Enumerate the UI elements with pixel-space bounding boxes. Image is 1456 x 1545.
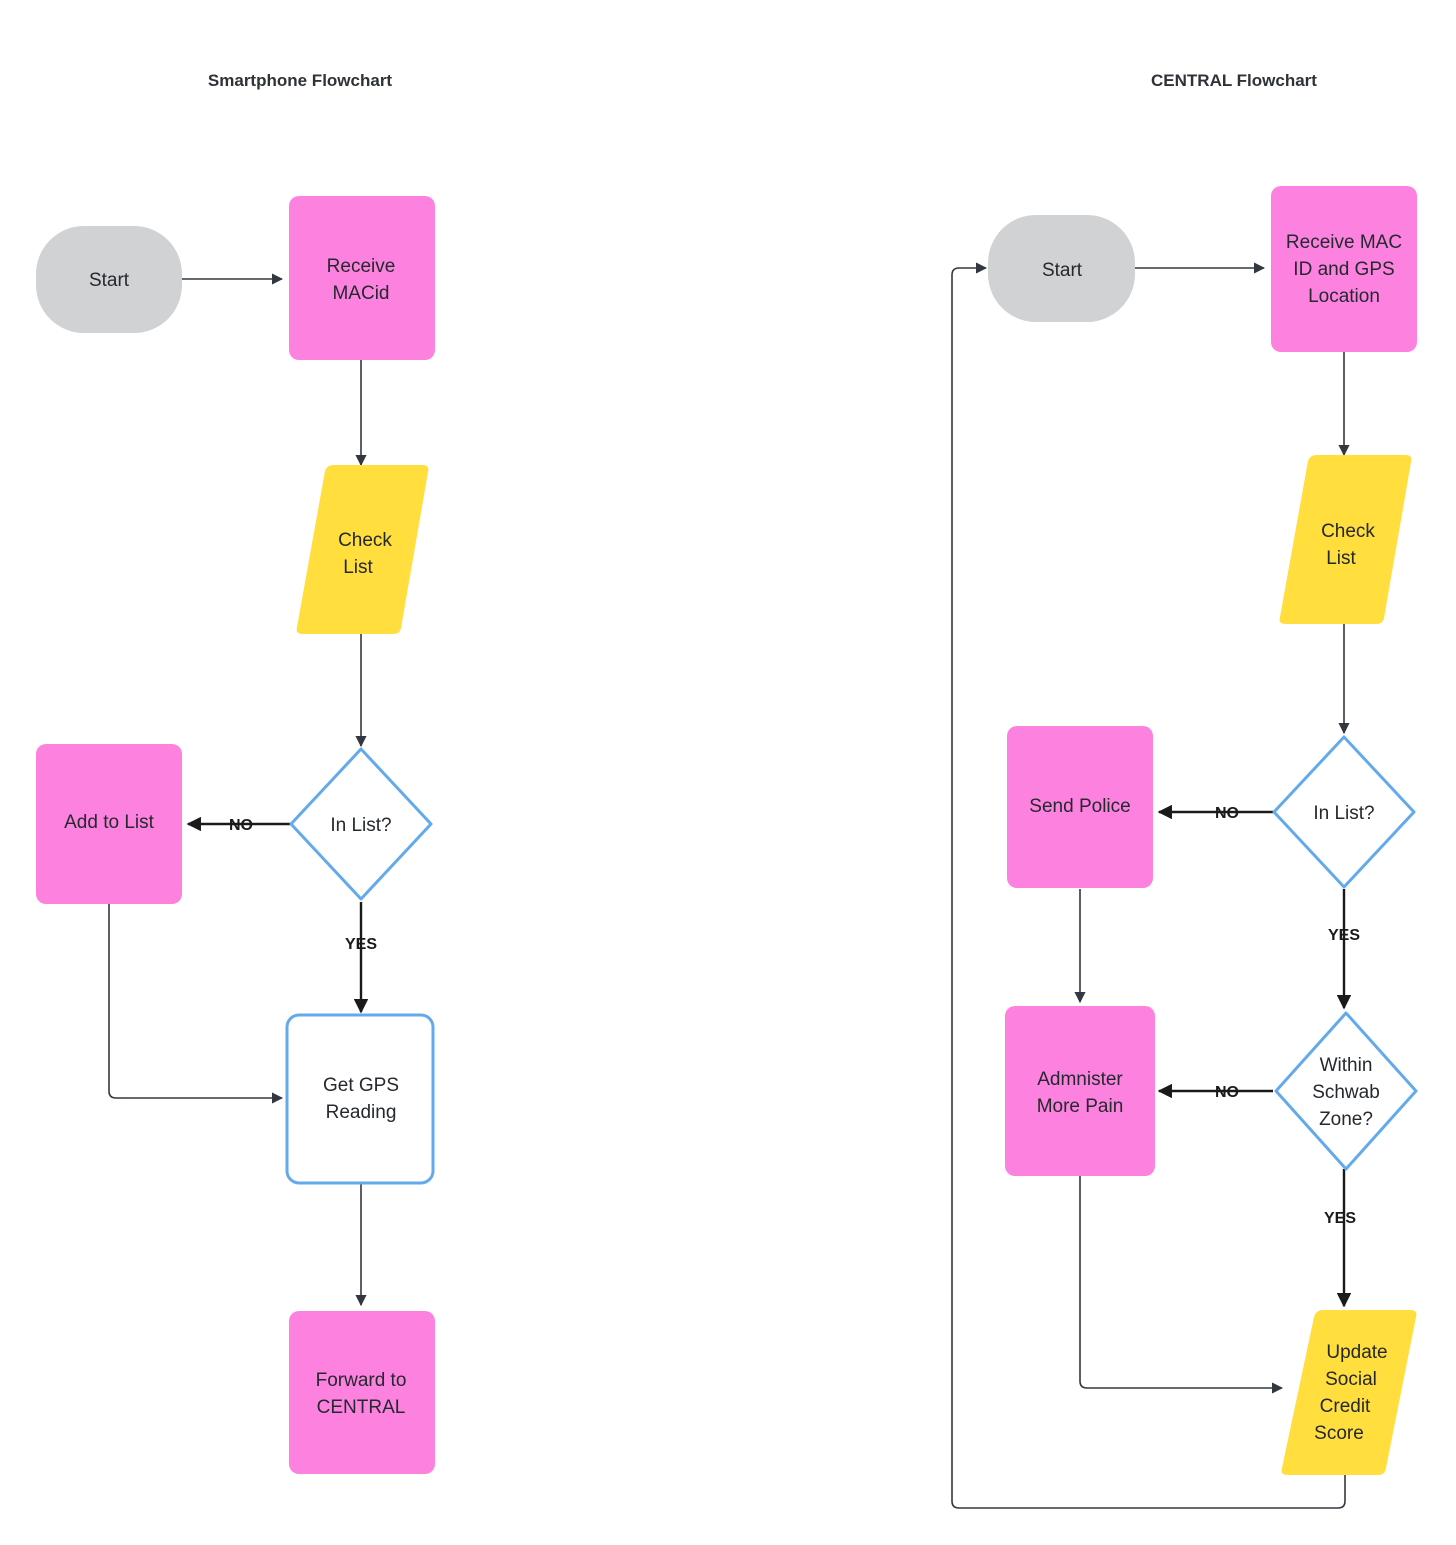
in-list-diamond <box>289 747 433 901</box>
forward-to-central-shape <box>289 1311 435 1474</box>
zone-label-line1: Within <box>1320 1055 1373 1076</box>
node-add-to-list[interactable]: Add to List <box>36 744 182 904</box>
admnister-more-pain-shape <box>1005 1006 1155 1176</box>
forward-label-line2: CENTRAL <box>317 1397 406 1418</box>
node-get-gps-reading[interactable]: Get GPS Reading <box>285 1013 435 1185</box>
get-gps-shape <box>285 1013 435 1185</box>
recv-mac-label-line2: ID and GPS <box>1293 259 1394 280</box>
start-label: Start <box>89 270 130 291</box>
smartphone-flowchart: Smartphone Flowchart NO YES Start Receiv… <box>36 71 435 1474</box>
add-to-list-shape <box>36 744 182 904</box>
check-list-label-line1: Check <box>338 530 392 551</box>
edge-label-yes-inlist-central: YES <box>1328 927 1360 944</box>
pain-label-line1: Admnister <box>1037 1069 1123 1090</box>
node-in-list-decision-central[interactable]: In List? <box>1272 735 1416 889</box>
central-flowchart: CENTRAL Flowchart NO YES NO YES Start <box>951 71 1418 1509</box>
node-start-smartphone[interactable]: Start <box>36 226 182 333</box>
score-label-line2: Social <box>1325 1369 1377 1390</box>
smartphone-edges: NO YES <box>108 273 377 1307</box>
edge-label-yes-inlist: YES <box>345 936 377 953</box>
receive-macid-label-line2: MACid <box>332 283 389 304</box>
update-score-shape <box>1281 1310 1417 1475</box>
node-check-list-smartphone[interactable]: Check List <box>296 465 429 634</box>
within-schwab-zone-diamond <box>1274 1011 1418 1171</box>
edge-pain-to-score <box>1079 1176 1284 1394</box>
score-label-line1: Update <box>1326 1342 1387 1363</box>
get-gps-label-line1: Get GPS <box>323 1075 399 1096</box>
edge-label-yes-zone: YES <box>1324 1210 1356 1227</box>
central-edges: NO YES NO YES <box>951 262 1360 1509</box>
central-in-list-label: In List? <box>1313 803 1374 824</box>
add-to-list-label: Add to List <box>64 812 154 833</box>
edge-score-loop-to-start <box>951 262 1346 1509</box>
in-list-label: In List? <box>330 815 391 836</box>
node-receive-mac-gps[interactable]: Receive MAC ID and GPS Location <box>1271 186 1417 352</box>
node-check-list-central[interactable]: Check List <box>1279 455 1412 624</box>
node-start-central[interactable]: Start <box>988 215 1135 322</box>
node-update-social-credit-score[interactable]: Update Social Credit Score <box>1281 1310 1417 1475</box>
check-list-shape <box>296 465 429 634</box>
node-within-schwab-zone[interactable]: Within Schwab Zone? <box>1274 1011 1418 1171</box>
recv-mac-label-line1: Receive MAC <box>1286 232 1402 253</box>
central-check-list-shape <box>1279 455 1412 624</box>
get-gps-label-line2: Reading <box>326 1102 397 1123</box>
receive-macid-shape <box>289 196 435 360</box>
check-list-label-line2: List <box>343 557 373 578</box>
start-shape <box>36 226 182 333</box>
edge-add-to-gps <box>108 903 284 1104</box>
central-in-list-diamond <box>1272 735 1416 889</box>
central-check-label-line1: Check <box>1321 521 1375 542</box>
receive-macid-label-line1: Receive <box>327 256 396 277</box>
edge-label-no-inlist-central: NO <box>1215 805 1239 822</box>
receive-mac-gps-shape <box>1271 186 1417 352</box>
node-forward-to-central[interactable]: Forward to CENTRAL <box>289 1311 435 1474</box>
send-police-label: Send Police <box>1029 796 1130 817</box>
edge-label-no-inlist: NO <box>229 817 253 834</box>
central-start-label: Start <box>1042 260 1083 281</box>
pain-label-line2: More Pain <box>1037 1096 1124 1117</box>
zone-label-line3: Zone? <box>1319 1109 1373 1130</box>
score-label-line3: Credit <box>1320 1396 1371 1417</box>
central-flowchart-title: CENTRAL Flowchart <box>1151 71 1317 90</box>
node-receive-macid[interactable]: Receive MACid <box>289 196 435 360</box>
central-start-shape <box>988 215 1135 322</box>
node-send-police[interactable]: Send Police <box>1007 726 1153 888</box>
score-label-line4: Score <box>1314 1423 1364 1444</box>
zone-label-line2: Schwab <box>1312 1082 1380 1103</box>
smartphone-flowchart-title: Smartphone Flowchart <box>208 71 393 90</box>
node-admnister-more-pain[interactable]: Admnister More Pain <box>1005 1006 1155 1176</box>
central-check-label-line2: List <box>1326 548 1356 569</box>
edge-label-no-zone: NO <box>1215 1084 1239 1101</box>
recv-mac-label-line3: Location <box>1308 286 1380 307</box>
forward-label-line1: Forward to <box>316 1370 407 1391</box>
node-in-list-decision-smartphone[interactable]: In List? <box>289 747 433 901</box>
send-police-shape <box>1007 726 1153 888</box>
